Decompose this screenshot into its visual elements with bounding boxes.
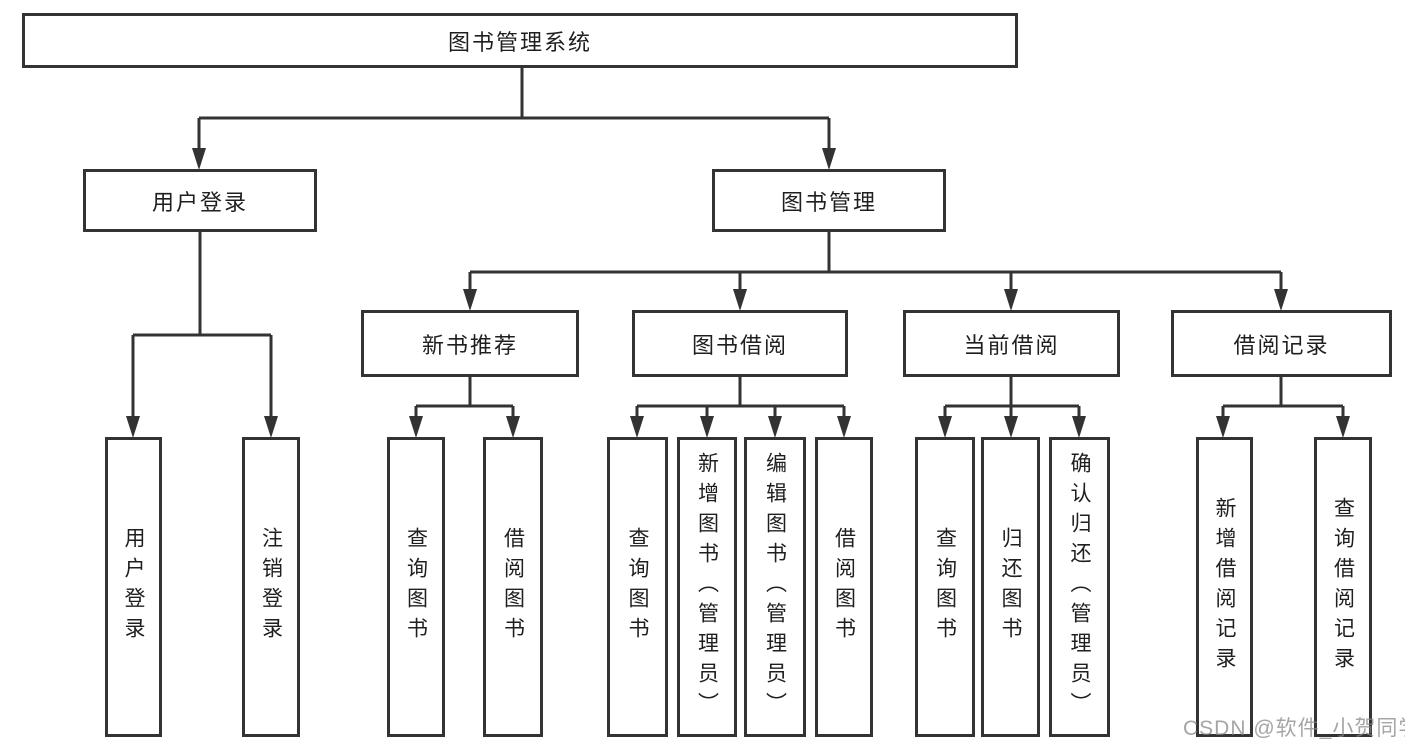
- node-book-management-branch: 图书管理: [712, 169, 946, 232]
- leaf-borrow-books-recommend: 借阅图书: [483, 437, 543, 737]
- leaf-query-books-recommend: 查询图书: [387, 437, 445, 737]
- csdn-watermark: CSDN @软件_小贺同学: [1183, 717, 1405, 740]
- leaf-logout: 注销登录: [242, 437, 300, 737]
- leaf-add-books-admin: 新增图书（管理员）: [677, 437, 737, 737]
- leaf-confirm-return-admin: 确认归还（管理员）: [1049, 437, 1110, 737]
- leaf-user-login: 用户登录: [105, 437, 162, 737]
- leaf-edit-books-admin: 编辑图书（管理员）: [744, 437, 806, 737]
- leaf-return-books: 归还图书: [981, 437, 1040, 737]
- leaf-borrow-books: 借阅图书: [815, 437, 873, 737]
- node-user-login-branch: 用户登录: [83, 169, 317, 232]
- leaf-add-borrow-record: 新增借阅记录: [1196, 437, 1253, 737]
- leaf-query-books-borrow: 查询图书: [607, 437, 668, 737]
- leaf-query-books-current: 查询图书: [915, 437, 975, 737]
- node-new-book-recommend: 新书推荐: [361, 310, 579, 377]
- node-root-system: 图书管理系统: [22, 13, 1018, 68]
- leaf-query-borrow-record: 查询借阅记录: [1314, 437, 1372, 737]
- node-borrow-record: 借阅记录: [1171, 310, 1392, 377]
- node-current-borrow: 当前借阅: [903, 310, 1120, 377]
- node-book-borrow: 图书借阅: [632, 310, 848, 377]
- arrowhead-group: [126, 148, 1350, 438]
